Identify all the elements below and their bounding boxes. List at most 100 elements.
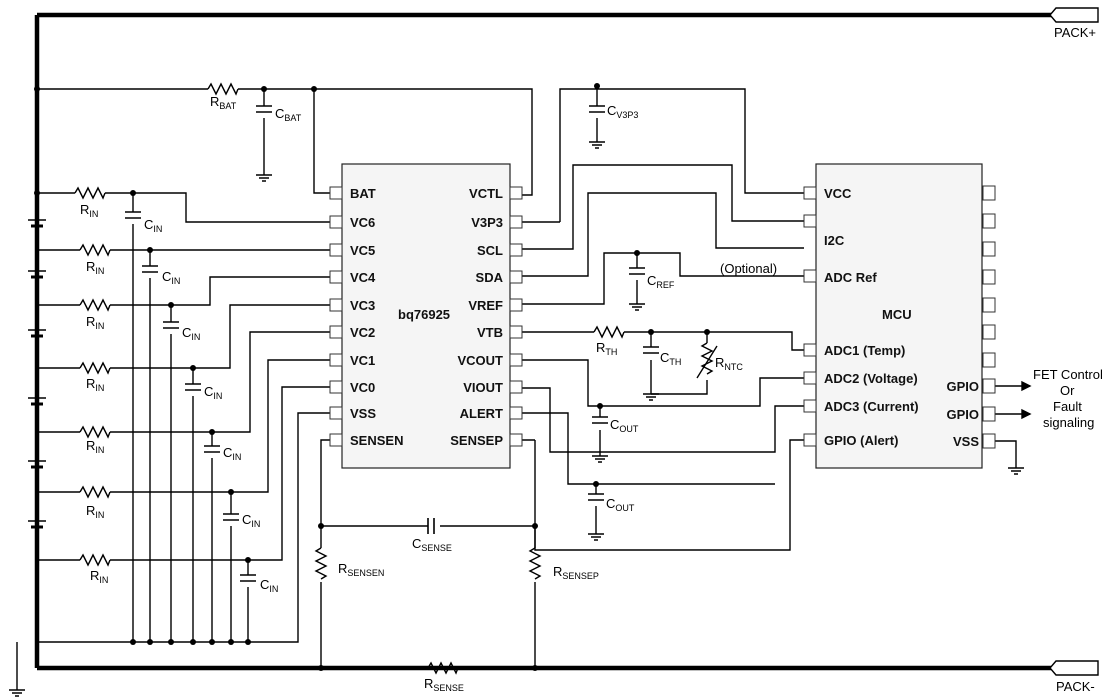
label-cin-1: CIN	[144, 217, 162, 234]
afe-pin-scl	[509, 243, 523, 257]
label-rin-5: RIN	[86, 438, 104, 455]
label-rsensep: RSENSEP	[553, 564, 599, 581]
fet-note-line-1: FET Control	[1033, 367, 1103, 382]
afe-pin-sda	[509, 270, 523, 284]
mcu-pin-label-right-0: GPIO	[946, 379, 979, 394]
resistor-rsense	[427, 661, 459, 675]
afe-pin-vc3	[329, 298, 343, 312]
mcu-pin-right-6	[982, 352, 996, 368]
resistor-rsensen	[314, 547, 328, 580]
label-rin-1: RIN	[80, 202, 98, 219]
afe-pin-label-vc0: VC0	[350, 380, 375, 395]
mcu-pin-left-0	[803, 186, 817, 200]
label-cref: CREF	[647, 273, 675, 290]
mcu-pin-label-right-1: GPIO	[946, 407, 979, 422]
cap-cref	[629, 267, 645, 275]
cap-cout-2	[588, 493, 604, 501]
afe-pin-label-vc2: VC2	[350, 325, 375, 340]
mcu-pin-label-left-4: ADC2 (Voltage)	[824, 371, 918, 386]
battery-cells	[28, 219, 46, 529]
resistor-rth	[593, 325, 625, 339]
mcu-pin-left-4	[803, 371, 817, 385]
pack-plus-connector	[1049, 7, 1099, 23]
afe-pin-label-vcout: VCOUT	[458, 353, 504, 368]
label-rin-2: RIN	[86, 259, 104, 276]
afe-pin-label-sda: SDA	[476, 270, 504, 285]
label-cv3p3: CV3P3	[607, 103, 638, 120]
junction-dots	[34, 83, 710, 671]
afe-pin-vc4	[329, 270, 343, 284]
mcu-pin-right-8	[982, 406, 996, 422]
mcu-pin-label-right-2: VSS	[953, 434, 979, 449]
label-cout-2: COUT	[606, 496, 635, 513]
label-rsense: RSENSE	[424, 676, 464, 693]
label-cbat: CBAT	[275, 106, 302, 123]
afe-pin-vc0	[329, 380, 343, 394]
cap-cout-1	[592, 416, 608, 424]
resistor-rbat	[207, 82, 239, 96]
cap-csense	[427, 518, 435, 534]
resistors	[74, 82, 718, 675]
label-cin-5: CIN	[223, 445, 241, 462]
label-cin-4: CIN	[204, 384, 222, 401]
afe-pin-sensep	[509, 433, 523, 447]
mcu-pin-right-3	[982, 269, 996, 285]
pack-minus-label: PACK-	[1056, 679, 1095, 694]
mcu-pin-left-1	[803, 214, 817, 228]
afe-pin-bat	[329, 186, 343, 200]
label-cin-3: CIN	[182, 325, 200, 342]
afe-pin-label-vtb: VTB	[477, 325, 503, 340]
label-rin-7: RIN	[90, 568, 108, 585]
label-cin-2: CIN	[162, 269, 180, 286]
afe-pin-vc2	[329, 325, 343, 339]
pack-minus-connector	[1049, 660, 1099, 676]
afe-pin-label-vc1: VC1	[350, 353, 375, 368]
cap-cth	[643, 346, 659, 354]
afe-pin-sensen	[329, 433, 343, 447]
mcu-pin-label-left-0: VCC	[824, 186, 852, 201]
afe-pin-label-sensep: SENSEP	[450, 433, 503, 448]
mcu-pin-label-left-1: I2C	[824, 233, 845, 248]
afe-pin-viout	[509, 380, 523, 394]
thermistor-rntc	[700, 342, 714, 375]
wiring	[16, 12, 1056, 690]
label-rin-4: RIN	[86, 376, 104, 393]
afe-pin-vtb	[509, 325, 523, 339]
label-cin-6: CIN	[242, 512, 260, 529]
label-rbat: RBAT	[210, 94, 237, 111]
mcu-pin-right-2	[982, 241, 996, 257]
mcu-name: MCU	[882, 307, 912, 322]
mcu-pin-left-3	[803, 343, 817, 357]
label-cout-1: COUT	[610, 417, 639, 434]
resistor-rin-2	[79, 243, 111, 257]
resistor-rin-1	[74, 186, 106, 200]
label-rntc: RNTC	[715, 355, 743, 372]
afe-pin-label-sensen: SENSEN	[350, 433, 403, 448]
afe-name: bq76925	[398, 307, 450, 322]
resistor-rin-5	[79, 425, 111, 439]
pack-plus-label: PACK+	[1054, 25, 1096, 40]
afe-pin-label-vc5: VC5	[350, 243, 375, 258]
ground-symbols	[9, 141, 1024, 697]
afe-pin-vc1	[329, 353, 343, 367]
afe-pin-vref	[509, 298, 523, 312]
pack-connectors: PACK+ PACK-	[1049, 7, 1099, 694]
mcu-pin-right-4	[982, 297, 996, 313]
mcu-pin-label-left-2: ADC Ref	[824, 270, 877, 285]
resistor-rin-6	[79, 485, 111, 499]
mcu-pin-label-left-5: ADC3 (Current)	[824, 399, 919, 414]
mcu-pin-right-0	[982, 185, 996, 201]
afe-pin-v3p3	[509, 215, 523, 229]
afe-pin-label-vc6: VC6	[350, 215, 375, 230]
label-rth: RTH	[596, 340, 617, 357]
resistor-rin-3	[79, 298, 111, 312]
mcu-pin-label-left-6: GPIO (Alert)	[824, 433, 898, 448]
cap-cbat	[256, 105, 272, 113]
fet-note-line-4: signaling	[1043, 415, 1094, 430]
afe-chip: bq76925 BATVC6VC5VC4VC3VC2VC1VC0VSSSENSE…	[329, 163, 523, 469]
mcu-pin-left-6	[803, 433, 817, 447]
afe-pin-label-vss: VSS	[350, 406, 376, 421]
